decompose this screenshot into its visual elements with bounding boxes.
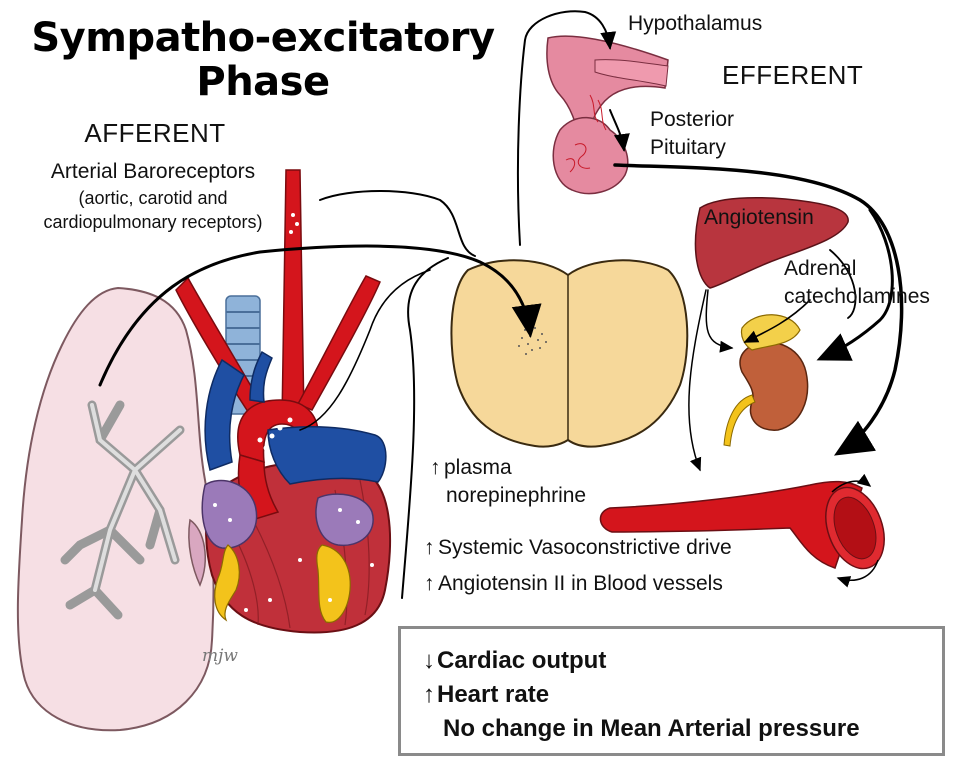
map-text: No change in Mean Arterial pressure bbox=[443, 715, 860, 742]
blood-vessel-illustration bbox=[600, 479, 894, 580]
norepinephrine-text: norepinephrine bbox=[446, 484, 586, 508]
spinal-cord-cross-section bbox=[451, 260, 687, 446]
afferent-header: AFFERENT bbox=[55, 118, 255, 149]
arrow-down-icon: ↓ bbox=[423, 647, 437, 675]
arrow-up-icon: ↑ bbox=[423, 681, 437, 709]
summary-box: ↓Cardiac output ↑Heart rate No change in… bbox=[398, 626, 945, 756]
vasoconstrictive-text: Systemic Vasoconstrictive drive bbox=[438, 536, 732, 559]
kidney-illustration bbox=[724, 315, 808, 446]
hypothalamus-label: Hypothalamus bbox=[628, 12, 762, 36]
posterior-label: Posterior bbox=[650, 108, 734, 132]
plasma-norepinephrine-label: ↑plasma bbox=[430, 456, 512, 480]
artist-signature: mjw bbox=[202, 646, 238, 666]
angiotensin-vessels-text: Angiotensin II in Blood vessels bbox=[438, 572, 723, 595]
title-line-2: Phase bbox=[18, 60, 508, 104]
arrow-up-icon: ↑ bbox=[430, 456, 444, 480]
arrow-up-icon: ↑ bbox=[424, 572, 438, 596]
catecholamines-label: catecholamines bbox=[784, 285, 930, 309]
vasoconstrictive-label: ↑Systemic Vasoconstrictive drive bbox=[424, 536, 732, 560]
receptors-detail-1: (aortic, carotid and bbox=[8, 187, 298, 209]
arrow-up-icon: ↑ bbox=[424, 536, 438, 560]
cardiac-output-text: Cardiac output bbox=[437, 647, 606, 674]
title-line-1: Sympatho-excitatory bbox=[18, 16, 508, 60]
receptors-detail-2: cardiopulmonary receptors) bbox=[8, 211, 298, 233]
efferent-header: EFFERENT bbox=[722, 60, 863, 91]
summary-heart-rate: ↑Heart rate bbox=[423, 681, 549, 709]
angiotensin-vessels-label: ↑Angiotensin II in Blood vessels bbox=[424, 572, 723, 596]
plasma-text: plasma bbox=[444, 456, 512, 479]
angiotensin-label: Angiotensin bbox=[704, 206, 814, 230]
pituitary-label: Pituitary bbox=[650, 136, 726, 160]
heart-rate-text: Heart rate bbox=[437, 681, 549, 708]
baroreceptors-label: Arterial Baroreceptors bbox=[8, 160, 298, 184]
summary-cardiac-output: ↓Cardiac output bbox=[423, 647, 606, 675]
summary-map: No change in Mean Arterial pressure bbox=[443, 715, 860, 743]
adrenal-label: Adrenal bbox=[784, 257, 856, 281]
